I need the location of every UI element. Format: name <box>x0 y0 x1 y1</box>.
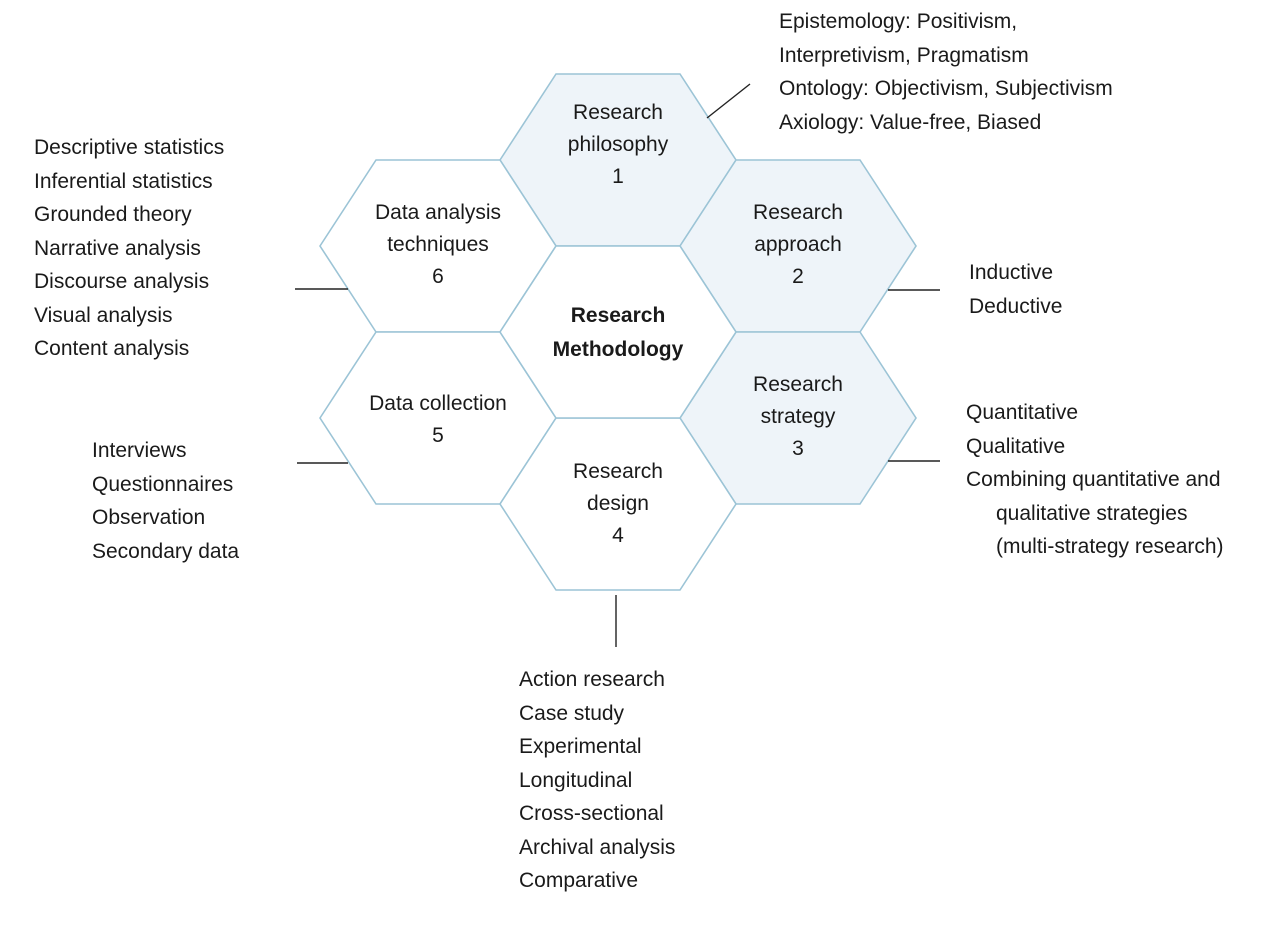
connector-philosophy <box>706 83 751 119</box>
hex-line: Research <box>753 373 843 396</box>
hex-line: strategy <box>760 405 836 428</box>
hex-line: philosophy <box>567 133 669 156</box>
list-item: Longitudinal <box>519 768 633 792</box>
hex-line: design <box>587 492 649 515</box>
list-item: Narrative analysis <box>34 236 201 260</box>
list-item: Qualitative <box>966 434 1066 458</box>
list-item: Deductive <box>969 294 1063 318</box>
hex-line: Research <box>573 460 663 483</box>
list-data-analysis-techniques: Descriptive statistics Inferential stati… <box>34 131 224 366</box>
label-research-approach: Research approach 2 <box>698 197 898 293</box>
hex-line: 6 <box>432 265 444 288</box>
hex-line: 5 <box>432 424 444 447</box>
list-item: Comparative <box>519 869 639 892</box>
list-item: Ontology: Objectivism, Subjectivism <box>779 77 1113 100</box>
hex-research-methodology-center <box>499 245 737 419</box>
list-item: Inferential statistics <box>34 169 213 193</box>
list-research-approach: Inductive Deductive <box>969 256 1062 323</box>
center-line: Methodology <box>552 338 684 361</box>
list-item: Case study <box>519 701 625 725</box>
list-item: Combining quantitative and <box>966 468 1221 491</box>
list-item: Secondary data <box>92 539 240 563</box>
list-item: Experimental <box>519 735 642 758</box>
list-item: Interviews <box>92 439 187 462</box>
list-item: qualitative strategies <box>996 501 1188 525</box>
list-research-philosophy: Epistemology: Positivism, Interpretivism… <box>779 5 1113 139</box>
hex-line: 2 <box>792 265 804 288</box>
list-item: Observation <box>92 506 206 529</box>
label-research-methodology: Research Methodology <box>518 299 718 367</box>
list-research-design: Action research Case study Experimental … <box>519 663 675 898</box>
list-item: Content analysis <box>34 337 190 360</box>
list-research-strategy: Quantitative Qualitative Combining quant… <box>966 396 1224 564</box>
list-item: Archival analysis <box>519 835 676 859</box>
label-data-collection: Data collection 5 <box>338 388 538 452</box>
label-data-analysis-techniques: Data analysis techniques 6 <box>338 197 538 293</box>
hex-line: Research <box>573 101 663 124</box>
list-item: Interpretivism, Pragmatism <box>779 43 1029 67</box>
list-item: Cross-sectional <box>519 802 664 825</box>
list-item: Discourse analysis <box>34 270 210 293</box>
list-item: Quantitative <box>966 401 1079 424</box>
list-data-collection: Interviews Questionnaires Observation Se… <box>92 434 239 568</box>
hex-line: Data collection <box>369 392 507 415</box>
hex-line: Data analysis <box>374 201 502 224</box>
hex-line: approach <box>754 233 842 256</box>
center-line: Research <box>570 304 666 327</box>
list-item: Epistemology: Positivism, <box>779 10 1018 33</box>
list-item: Inductive <box>969 261 1054 284</box>
label-research-design: Research design 4 <box>518 456 718 552</box>
hex-line: 3 <box>792 437 804 460</box>
hex-line: Research <box>753 201 843 224</box>
list-item: Action research <box>519 668 665 691</box>
hex-line: techniques <box>387 233 489 256</box>
hex-line: 1 <box>612 165 624 188</box>
list-item: (multi-strategy research) <box>996 535 1224 558</box>
list-item: Descriptive statistics <box>34 136 225 159</box>
list-item: Axiology: Value-free, Biased <box>779 110 1042 134</box>
hex-line: 4 <box>612 524 624 547</box>
list-item: Grounded theory <box>34 203 192 226</box>
label-research-philosophy: Research philosophy 1 <box>518 97 718 193</box>
label-research-strategy: Research strategy 3 <box>698 369 898 465</box>
list-item: Visual analysis <box>34 303 173 327</box>
list-item: Questionnaires <box>92 472 234 496</box>
